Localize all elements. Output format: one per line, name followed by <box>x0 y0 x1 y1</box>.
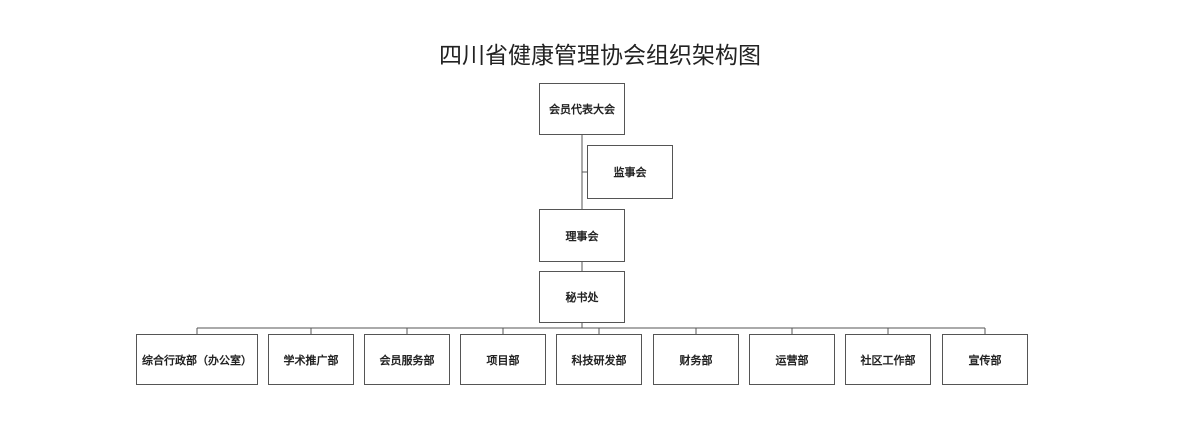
department-box: 综合行政部（办公室） <box>136 334 258 385</box>
department-label: 运营部 <box>775 353 809 367</box>
department-box: 学术推广部 <box>268 334 354 385</box>
department-box: 财务部 <box>653 334 739 385</box>
node-secretariat: 秘书处 <box>539 271 625 323</box>
department-label: 科技研发部 <box>571 353 627 367</box>
node-secretariat-label: 秘书处 <box>565 291 599 304</box>
department-box: 运营部 <box>749 334 835 385</box>
node-supervisory-label: 监事会 <box>613 166 647 179</box>
node-supervisory: 监事会 <box>587 145 673 199</box>
department-box: 项目部 <box>460 334 546 385</box>
department-box: 社区工作部 <box>845 334 931 385</box>
department-label: 社区工作部 <box>860 353 916 367</box>
node-assembly-label: 会员代表大会 <box>549 103 615 116</box>
chart-title: 四川省健康管理协会组织架构图 <box>439 43 761 69</box>
department-label: 财务部 <box>679 353 713 367</box>
node-council: 理事会 <box>539 209 625 262</box>
department-box: 科技研发部 <box>556 334 642 385</box>
node-council-label: 理事会 <box>565 229 599 243</box>
node-assembly: 会员代表大会 <box>539 83 625 135</box>
department-label: 项目部 <box>486 353 520 367</box>
department-box: 会员服务部 <box>364 334 450 385</box>
department-box: 宣传部 <box>942 334 1028 385</box>
department-label: 学术推广部 <box>283 353 339 367</box>
department-label: 会员服务部 <box>379 353 435 367</box>
department-label: 宣传部 <box>968 353 1002 367</box>
department-label: 综合行政部（办公室） <box>142 353 252 367</box>
